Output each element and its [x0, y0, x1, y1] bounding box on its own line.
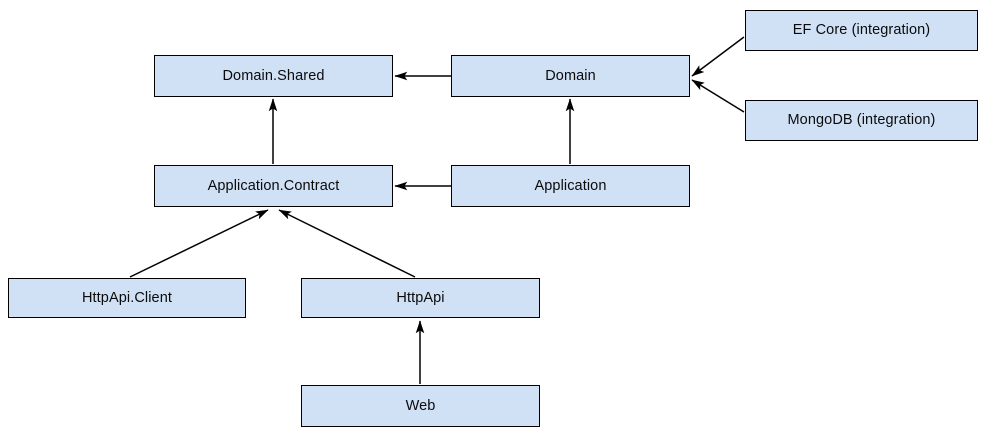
node-ef_core[interactable]: EF Core (integration): [745, 10, 978, 51]
node-httpapi_client[interactable]: HttpApi.Client: [8, 278, 246, 318]
node-mongodb[interactable]: MongoDB (integration): [745, 100, 978, 141]
node-label: Application.Contract: [207, 177, 340, 194]
node-domain_shared[interactable]: Domain.Shared: [154, 55, 393, 97]
edge-httpapi-client-to-application-contract: [129, 209, 269, 278]
edge-ef-core-to-domain: [691, 36, 745, 77]
node-httpapi[interactable]: HttpApi: [301, 278, 540, 318]
node-application[interactable]: Application: [451, 165, 690, 207]
edge-httpapi-to-application-contract: [278, 209, 416, 278]
node-application_contract[interactable]: Application.Contract: [154, 165, 393, 207]
node-web[interactable]: Web: [301, 385, 540, 427]
node-label: EF Core (integration): [792, 22, 931, 39]
node-label: Domain: [545, 67, 596, 84]
node-label: MongoDB (integration): [787, 112, 936, 129]
node-label: Domain.Shared: [222, 67, 325, 84]
node-label: HttpApi.Client: [81, 289, 173, 306]
node-domain[interactable]: Domain: [451, 55, 690, 97]
node-label: Web: [405, 397, 436, 414]
node-label: HttpApi: [396, 289, 445, 306]
edge-mongodb-to-domain: [691, 79, 745, 113]
node-label: Application: [534, 177, 607, 194]
